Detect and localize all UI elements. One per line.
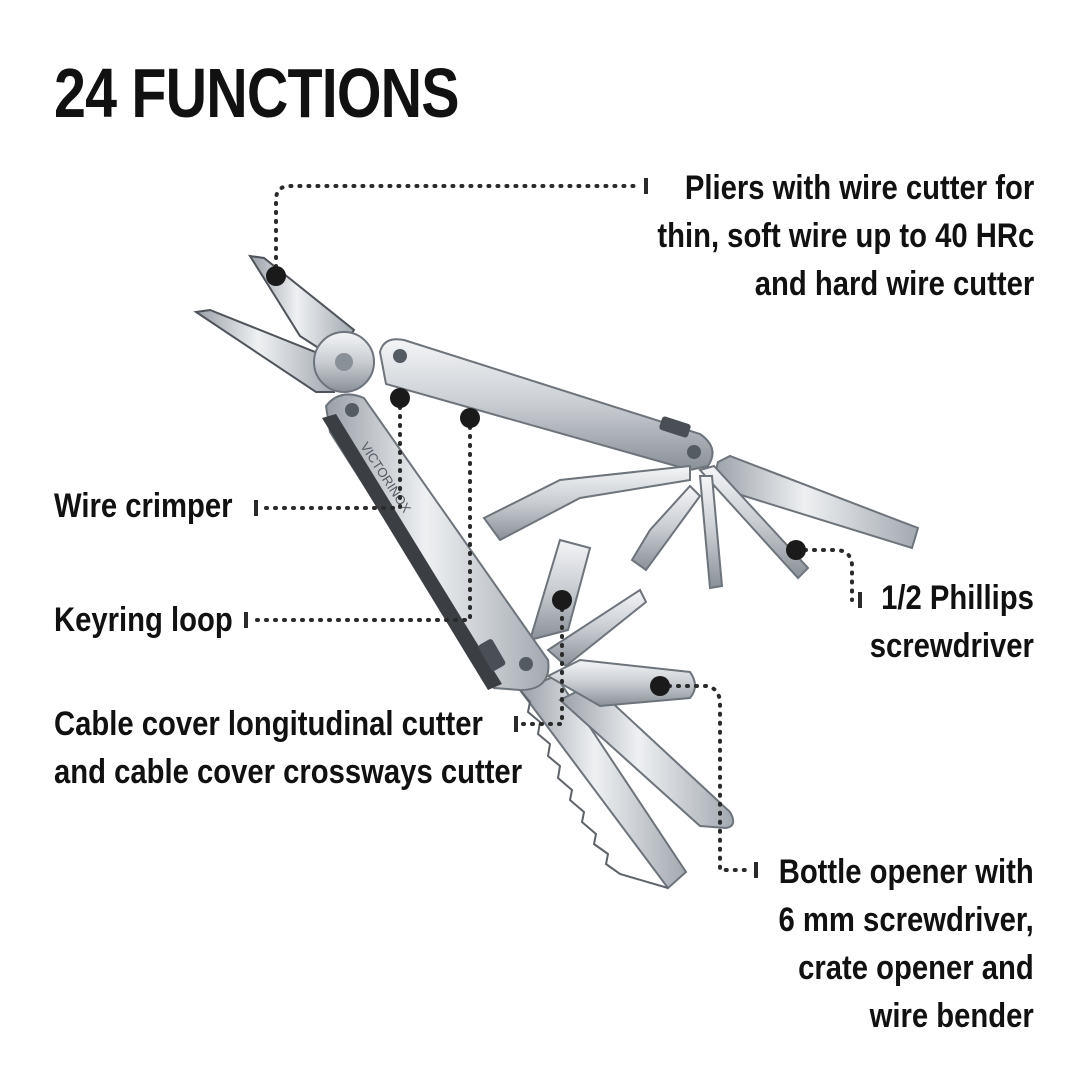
leader-lines bbox=[250, 184, 854, 872]
hook-tool bbox=[630, 484, 702, 572]
leader-end-ticks bbox=[244, 178, 862, 878]
dot-phillips bbox=[786, 540, 806, 560]
callout-bottle-opener: Bottle opener with 6 mm screwdriver, cra… bbox=[778, 853, 1034, 1035]
callout-phillips: 1/2 Phillips screwdriver bbox=[869, 579, 1034, 665]
dot-cable-cutter bbox=[552, 590, 572, 610]
page-title: 24 FUNCTIONS bbox=[54, 54, 460, 132]
scissors-tool bbox=[482, 464, 691, 542]
leader-bottle-opener bbox=[658, 684, 754, 872]
rivet bbox=[393, 349, 407, 363]
leader-wire-crimper bbox=[260, 396, 402, 510]
knife-blade bbox=[558, 682, 735, 830]
dot-bottle-opener bbox=[650, 676, 670, 696]
lower-handle bbox=[324, 393, 550, 692]
callout-dots bbox=[266, 266, 806, 696]
rivet bbox=[345, 403, 359, 417]
rivet bbox=[687, 445, 701, 459]
lock-button bbox=[478, 639, 506, 671]
leader-pliers bbox=[274, 184, 642, 278]
leader-phillips bbox=[794, 548, 854, 602]
upper-handle bbox=[378, 338, 714, 472]
phillips-tool bbox=[698, 464, 810, 580]
lock-button bbox=[659, 416, 691, 438]
leader-cable-cutter bbox=[520, 598, 564, 726]
dot-wire-crimper bbox=[390, 388, 410, 408]
callout-wire-crimper: Wire crimper bbox=[54, 487, 233, 525]
punch-tool bbox=[698, 475, 724, 590]
lower-handle-liner bbox=[322, 414, 502, 690]
saw-teeth bbox=[519, 689, 669, 889]
pliers-pivot-screw bbox=[335, 353, 353, 371]
callout-cable-cutter: Cable cover longitudinal cutter and cabl… bbox=[54, 705, 523, 791]
rivet bbox=[519, 657, 533, 671]
dot-keyring-loop bbox=[460, 408, 480, 428]
can-opener-tool bbox=[528, 538, 592, 642]
callout-pliers: Pliers with wire cutter for thin, soft w… bbox=[657, 169, 1034, 303]
dot-pliers bbox=[266, 266, 286, 286]
small-blade-tool bbox=[546, 588, 648, 668]
callout-keyring-loop: Keyring loop bbox=[54, 601, 233, 639]
